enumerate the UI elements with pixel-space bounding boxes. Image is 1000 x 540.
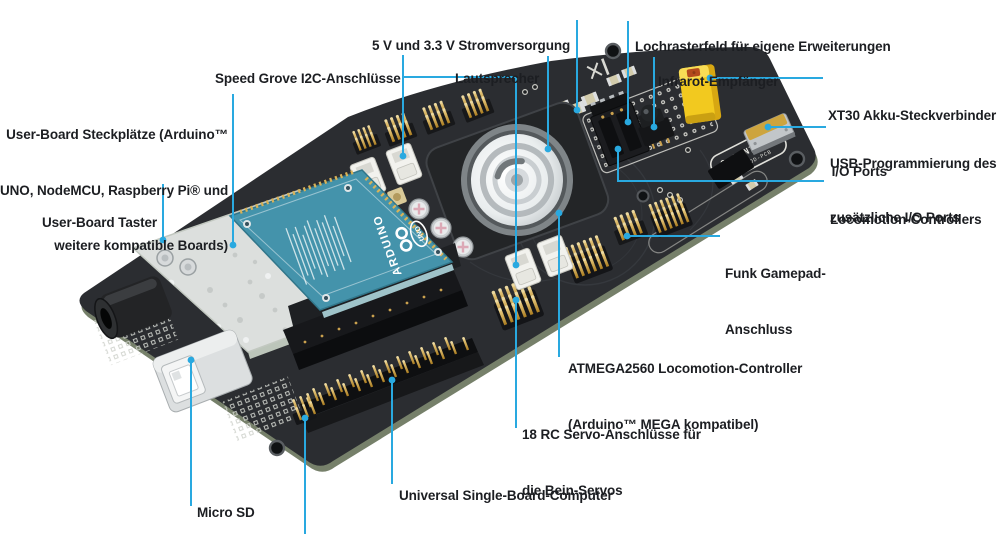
label-text: 18 RC Servo-Anschlüsse für xyxy=(522,427,701,442)
callout-label-user-board-slots: User-Board Steckplätze (Arduino™ UNO, No… xyxy=(0,89,228,274)
speaker xyxy=(425,101,610,261)
label-text: Lochrasterfeld für eigene Erweiterungen xyxy=(635,39,891,54)
user-board-buttons xyxy=(156,249,197,276)
label-text: 5 V und 3.3 V Stromversorgung xyxy=(372,38,571,53)
callout-dots xyxy=(159,74,772,422)
callout-label-infrarot: Infrarot-Empfänger xyxy=(658,36,779,110)
infinity-icon xyxy=(399,239,413,252)
callout-label-sbc: Universal Single-Board-Computer (SBC) An… xyxy=(399,450,613,540)
label-text: Infrarot-Empfänger xyxy=(658,74,779,89)
label-text: I/O Ports xyxy=(828,163,888,179)
label-text: Anschluss xyxy=(725,321,793,337)
callout-lines xyxy=(162,20,826,534)
callout-label-micro-sd: Micro SD Karten-Slot xyxy=(197,467,269,540)
callout-label-power-supply: 5 V und 3.3 V Stromversorgung xyxy=(372,0,570,74)
callout-label-speed-grove: Speed Grove I2C-Anschlüsse xyxy=(215,33,401,107)
label-text: Speed Grove I2C-Anschlüsse xyxy=(215,71,401,86)
callout-label-usb-prog: USB-Programmierung des Locomotion-Contro… xyxy=(830,118,997,248)
callout-label-zusatz-io: zusätzliche I/O Ports xyxy=(830,172,960,246)
label-text: Lautsprecher xyxy=(455,71,540,86)
barrel-jack xyxy=(94,276,172,340)
label-text: weitere kompatible Boards) xyxy=(54,238,228,253)
label-text: (Arduino™ MEGA kompatibel) xyxy=(568,416,759,432)
label-text: UNO, NodeMCU, Raspberry Pi® und xyxy=(0,182,229,198)
callout-label-user-board-taster: User-Board Taster xyxy=(42,177,157,251)
label-text: Funk Gamepad- xyxy=(725,266,826,281)
callout-label-atmega: ATMEGA2560 Locomotion-Controller (Arduin… xyxy=(568,323,802,453)
callout-line-zusatz-io xyxy=(617,152,824,182)
callout-label-servo18: 18 RC Servo-Anschlüsse für die Bein-Serv… xyxy=(522,389,701,519)
label-text: Locomotion-Controllers xyxy=(830,211,982,227)
xt30-connector xyxy=(678,64,722,124)
infinity-icon xyxy=(395,226,408,240)
label-text: die Bein-Servos xyxy=(522,482,623,498)
label-text: User-Board Taster xyxy=(42,215,158,230)
mounting-holes xyxy=(268,42,806,457)
callout-label-lochraster: Lochrasterfeld für eigene Erweiterungen xyxy=(635,1,891,75)
label-text: Universal Single-Board-Computer xyxy=(399,488,613,503)
callout-line-speed-grove xyxy=(402,55,517,262)
label-text: ATMEGA2560 Locomotion-Controller xyxy=(568,361,803,376)
callout-label-xt30: XT30 Akku-Steckverbinder I/O Ports xyxy=(828,70,996,200)
label-text: User-Board Steckplätze (Arduino™ xyxy=(6,127,228,142)
label-text: XT30 Akku-Steckverbinder xyxy=(828,108,997,123)
sd-slot-chip xyxy=(708,149,754,189)
arduino-uno-board: ARDUINO UNO xyxy=(228,169,454,318)
callout-label-lautsprecher: Lautsprecher xyxy=(455,33,539,107)
cut-mark-icon xyxy=(586,58,610,80)
label-text: USB-Programmierung des xyxy=(830,156,997,171)
callout-label-funk-gamepad: Funk Gamepad- Anschluss xyxy=(725,228,826,358)
callout-label-isp: ISP-Anschluss xyxy=(313,519,406,540)
silkscreen-outline xyxy=(648,170,768,254)
label-text: zusätzliche I/O Ports xyxy=(830,210,960,225)
arduino-holes xyxy=(243,184,442,302)
label-text: Micro SD xyxy=(197,505,255,520)
perfboard-grid-bottom xyxy=(222,376,304,443)
silkscreen-text-block xyxy=(285,215,352,285)
